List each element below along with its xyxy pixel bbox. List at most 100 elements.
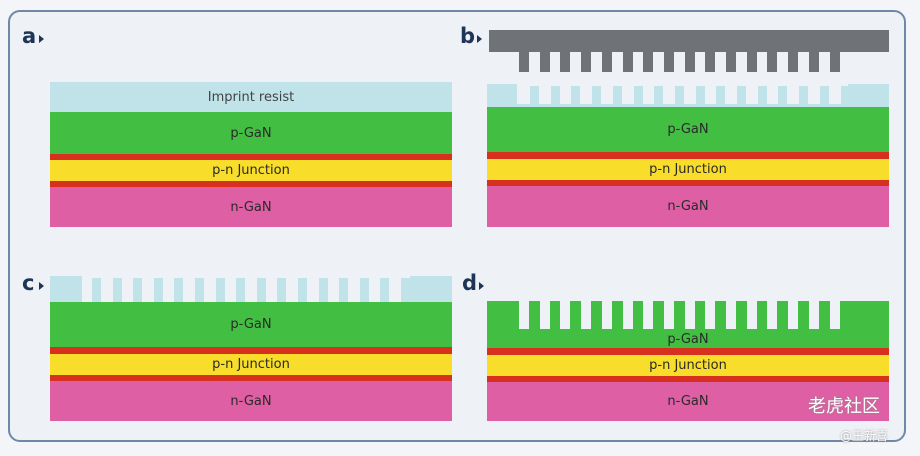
resist-pillar [674,86,684,106]
resist-pillar [174,278,184,302]
resist-pillar [195,278,204,302]
mold-tooth [788,52,799,72]
panel-b-p-gan: p-GaN [487,107,889,152]
resist-edge-right [410,276,452,302]
resist-pillar [757,86,767,106]
mold-tooth [767,52,778,72]
panel-a-n-gan: n-GaN [50,187,452,227]
etched-hole [788,301,799,329]
mold-tooth [519,52,529,72]
junction-label: p-n Junction [649,162,727,177]
etched-hole [808,301,819,329]
etched-hole [746,301,757,329]
panel-d-arrow-icon [479,282,484,290]
mold-tooth [726,52,736,72]
resist-pillar [298,278,307,302]
resist-pillar [401,278,410,302]
etched-hole [560,301,571,329]
resist-pillar [380,278,390,302]
n-gan-label: n-GaN [667,199,709,214]
watermark-text: 老虎社区 [808,396,880,417]
resist-pillar [530,86,539,106]
p-gan-label: p-GaN [230,125,272,141]
panel-a-arrow-icon [39,35,44,43]
etched-hole [726,301,736,329]
mold-tooth [601,52,612,72]
mold-tooth [808,52,819,72]
n-gan-label: n-GaN [230,199,272,215]
etched-hole [519,301,529,329]
etched-hole [539,301,550,329]
resist-pillar [92,278,101,302]
panel-b-red-line-top [487,152,889,159]
etched-hole [767,301,778,329]
panel-b-label: b [460,24,476,48]
resist-pillar [654,86,664,106]
etched-hole [829,301,840,329]
panel-c-junction: p-n Junction [50,354,452,375]
etched-hole [663,301,674,329]
mold-tooth [684,52,695,72]
resist-edge-right [848,84,889,106]
resist-pillar [256,278,266,302]
resist-pillar [778,86,788,106]
mold-tooth [829,52,840,72]
resist-pillar [571,86,581,106]
resist-pillar [840,86,850,106]
resist-pillar [550,86,560,106]
resist-pillar [612,86,622,106]
junction-label: p-n Junction [212,163,290,178]
panel-a-p-gan: p-GaN [50,112,452,154]
junction-label: p-n Junction [649,358,727,373]
panel-c-arrow-icon [39,282,44,290]
panel-c-p-gan: p-GaN [50,302,452,347]
panel-d-label: d [462,271,478,295]
resist-pillar [633,86,643,106]
panel-b-n-gan: n-GaN [487,186,889,227]
mold-tooth [581,52,592,72]
panel-a-red-line-top [50,154,452,160]
resist-pillar [695,86,705,106]
mold-tooth [746,52,757,72]
mold-tooth [560,52,571,72]
etched-hole [581,301,592,329]
panel-d-red-line-top [487,348,889,355]
resist-pillar [318,278,328,302]
resist-pillar [112,278,122,302]
etched-hole [622,301,633,329]
panel-d-red-line-bottom [487,376,889,382]
panel-c-red-line-bottom [50,375,452,381]
etched-hole [601,301,612,329]
mold-tooth [705,52,716,72]
mold-tooth [622,52,633,72]
resist-edge-left [487,84,517,106]
resist-pillar [716,86,726,106]
panel-d-n-gan: n-GaN [487,382,889,421]
mold-tooth [663,52,674,72]
resist-pillar [359,278,369,302]
panel-b-red-line-bottom [487,180,889,186]
panel-a-junction: p-n Junction [50,160,452,181]
etched-hole [705,301,716,329]
panel-a-red-line-bottom [50,181,452,187]
resist-pillar [339,278,349,302]
etched-hole [643,301,654,329]
resist-pillar [592,86,602,106]
watermark-subtext: @王新喜 [840,429,889,443]
resist-pillar [737,86,746,106]
panel-c-red-line-top [50,347,452,354]
resist-pillar [236,278,246,302]
panel-c-n-gan: n-GaN [50,381,452,421]
n-gan-label: n-GaN [667,394,709,409]
resist-pillar [133,278,143,302]
panel-a-label: a [22,24,37,48]
panel-b-arrow-icon [477,35,482,43]
panel-c-label: c [22,271,35,295]
resist-base [487,104,889,108]
resist-pillar [799,86,809,106]
resist-pillar [819,86,829,106]
imprint-resist-label: Imprint resist [207,89,295,105]
panel-d-junction: p-n Junction [487,355,889,376]
resist-pillar [277,278,287,302]
resist-pillar [153,278,163,302]
